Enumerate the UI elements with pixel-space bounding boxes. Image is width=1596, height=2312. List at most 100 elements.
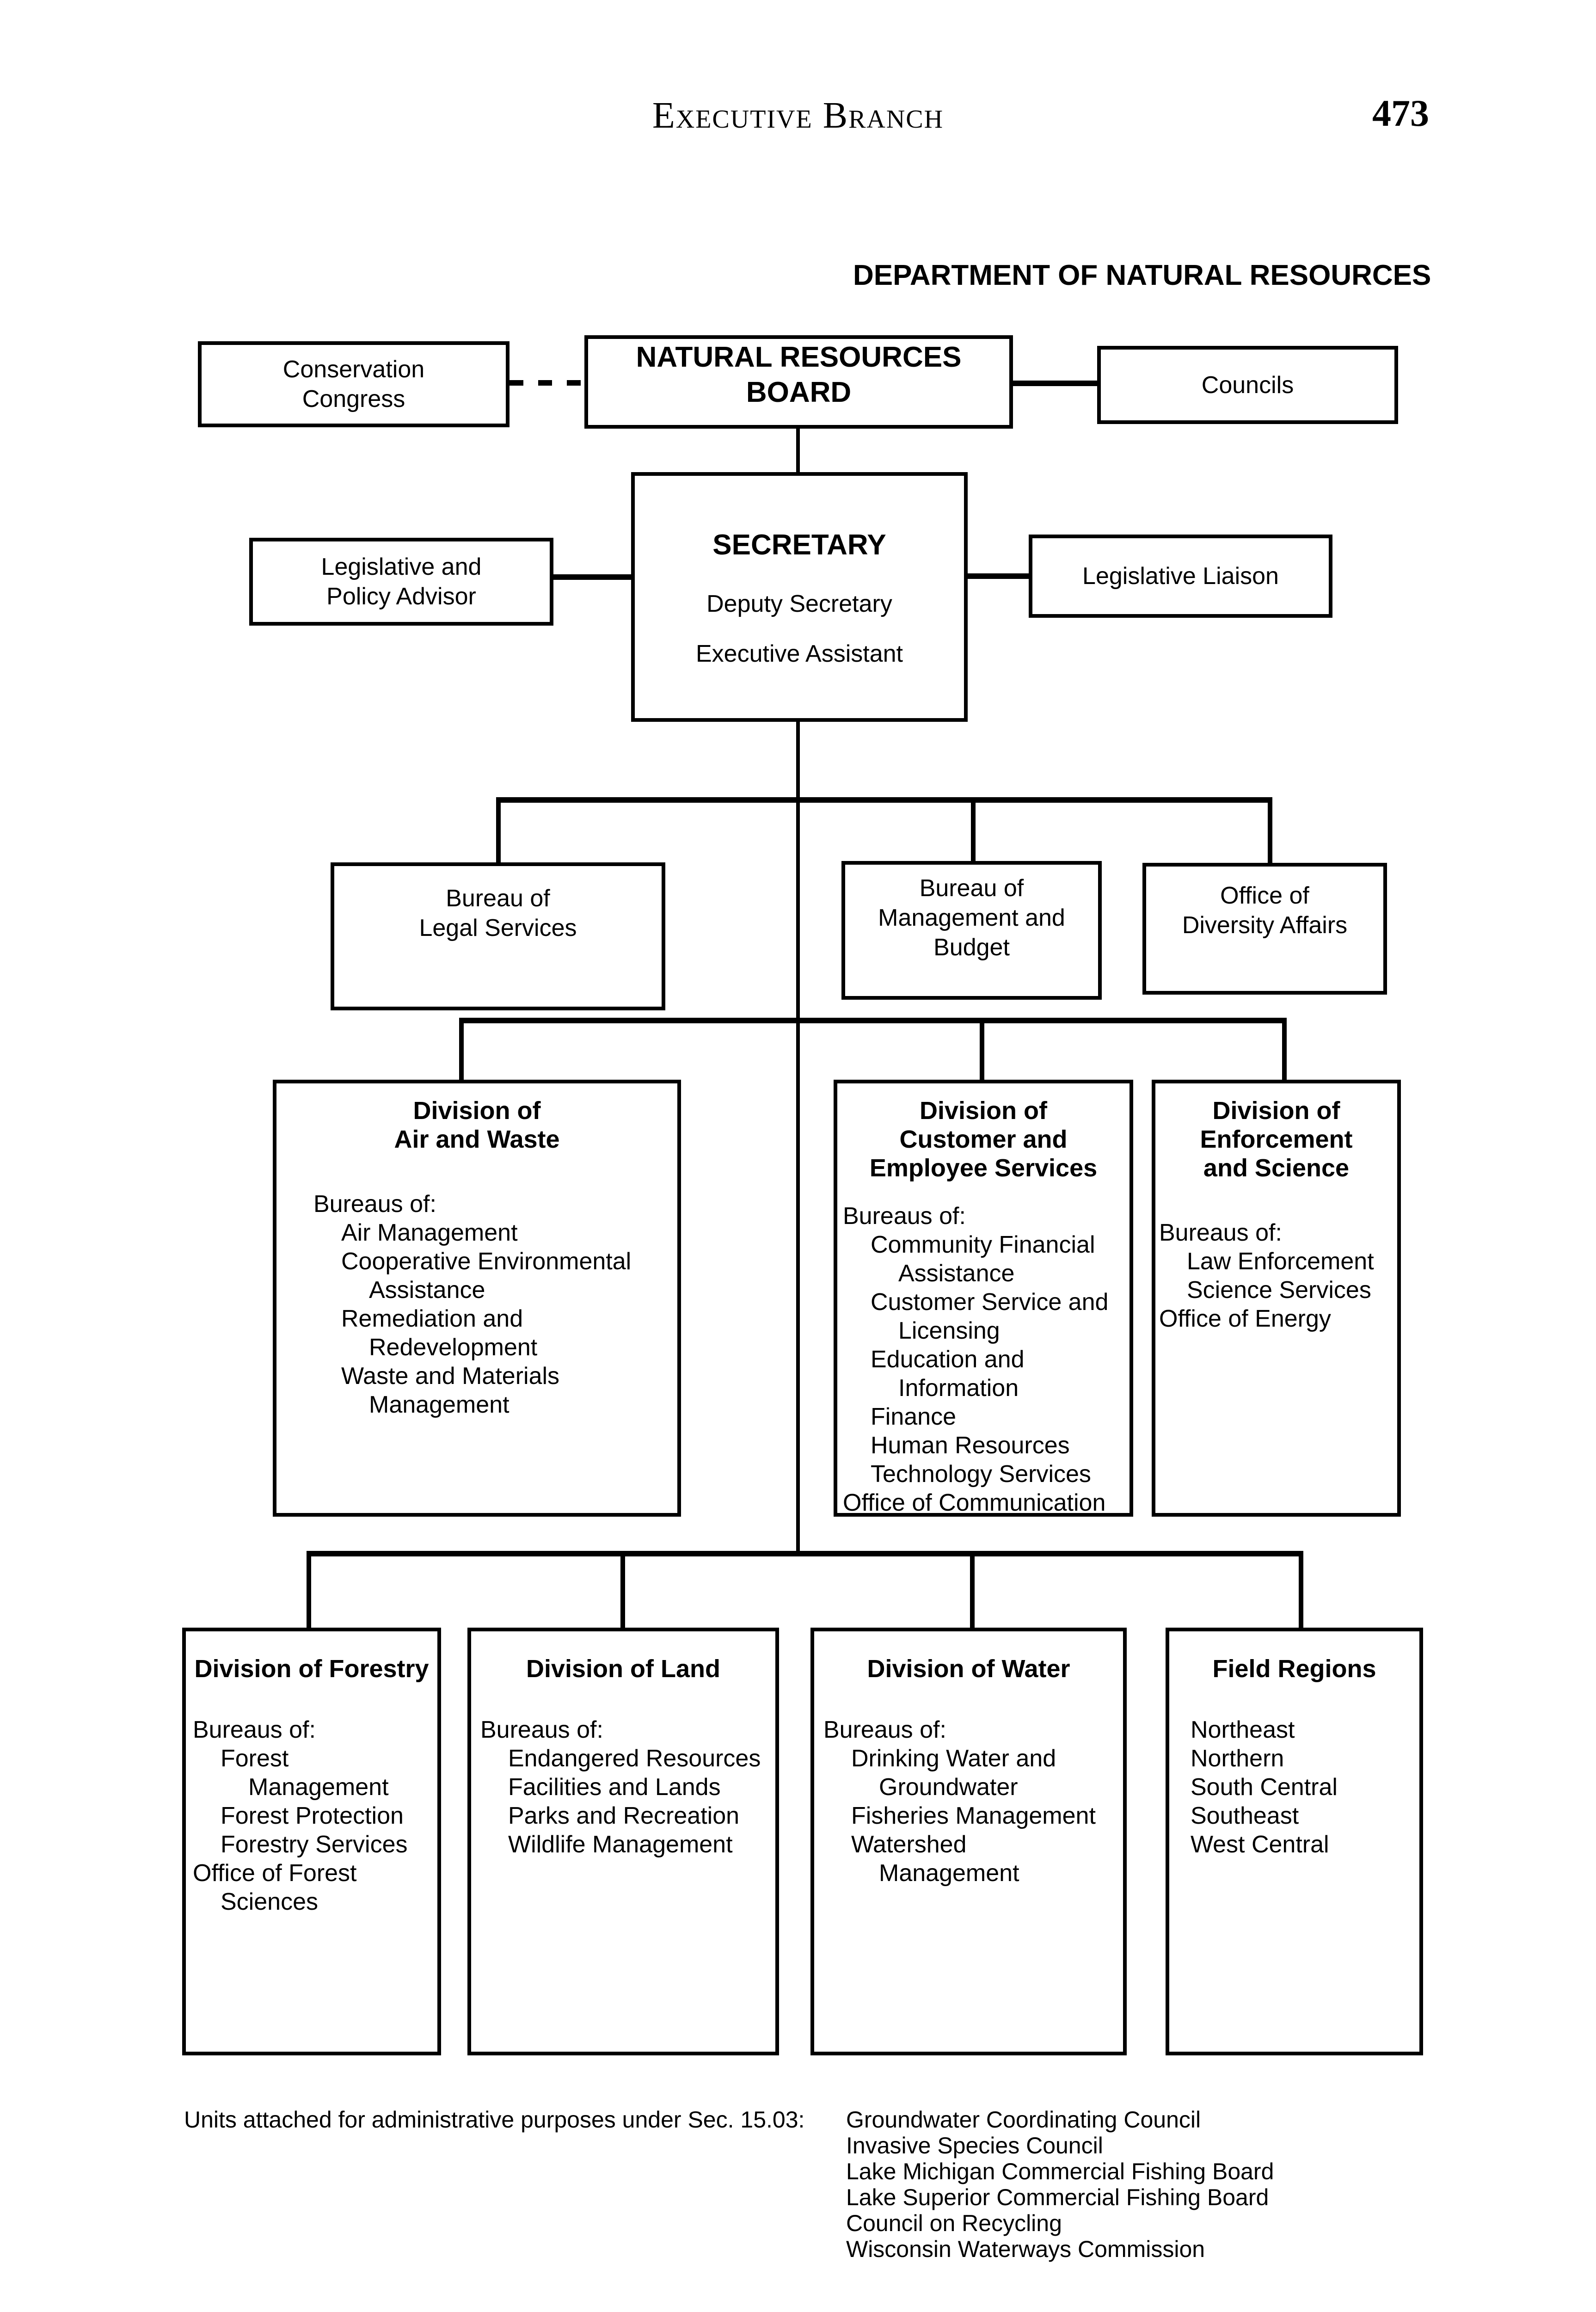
chart-title: DEPARTMENT OF NATURAL RESOURCES — [853, 259, 1431, 291]
bureau-line: Watershed — [851, 1831, 967, 1858]
node-legislative-liaison: Legislative Liaison — [1029, 535, 1332, 618]
text-line: and Science — [1203, 1154, 1350, 1182]
bureau-line: Bureaus of: — [1159, 1219, 1282, 1246]
connector-drop-management — [971, 797, 976, 861]
text-line: Field Regions — [1212, 1655, 1376, 1683]
bureau-line: Management — [369, 1391, 509, 1418]
connector-secretary-advisor — [553, 574, 631, 580]
text-line: Legal Services — [419, 915, 577, 941]
text-line: Enforcement — [1200, 1125, 1353, 1153]
text-line: Customer and — [899, 1125, 1068, 1153]
text-line: Policy Advisor — [326, 583, 476, 610]
node-division-land: Division of Land Bureaus of:Endangered R… — [467, 1628, 779, 2055]
bureau-line: Northeast — [1191, 1716, 1295, 1743]
bureau-line: Licensing — [898, 1317, 1000, 1344]
connector-drop-diversity — [1268, 797, 1272, 863]
connector-secretary-liaison — [968, 573, 1029, 579]
connector-drop-air-waste — [459, 1018, 464, 1080]
connector-dashed-congress-board — [509, 380, 584, 386]
bureau-line: Customer Service and — [871, 1289, 1109, 1316]
text-line: Groundwater Coordinating Council — [846, 2107, 1201, 2133]
bureau-line: Facilities and Lands — [508, 1774, 721, 1801]
bureau-line: Office of Forest — [193, 1860, 357, 1887]
connector-drop-water — [970, 1551, 975, 1628]
page-header: Executive Branch — [652, 95, 944, 136]
division-title: Division of Water — [814, 1654, 1123, 1683]
node-secretary: SECRETARY Deputy Secretary Executive Ass… — [631, 472, 968, 722]
page-number: 473 — [1372, 92, 1429, 134]
bureau-line: Office of Communication — [843, 1489, 1106, 1516]
secretary-title: SECRETARY — [712, 529, 886, 561]
bureau-line: Forestry Services — [221, 1831, 408, 1858]
text-line: Bureau of — [919, 874, 1024, 902]
bureau-line: Assistance — [898, 1260, 1015, 1287]
bureau-line: Bureaus of: — [480, 1716, 603, 1743]
bureau-line: Remediation and — [341, 1305, 523, 1332]
bureau-line: West Central — [1191, 1831, 1329, 1858]
text-line: Division of Land — [526, 1655, 720, 1683]
bureau-line: Law Enforcement — [1187, 1248, 1374, 1275]
bureau-line: Bureaus of: — [823, 1716, 946, 1743]
bureau-line: Redevelopment — [369, 1334, 538, 1361]
bureau-line: Human Resources — [871, 1432, 1070, 1459]
connector-bottom-branch — [307, 1551, 1303, 1556]
connector-drop-legal — [496, 797, 501, 862]
bureau-line: Northern — [1191, 1745, 1284, 1772]
connector-bureau-branch — [496, 797, 1272, 803]
division-title: Division of Land — [471, 1654, 775, 1683]
bureau-line: Information — [898, 1375, 1019, 1402]
bureau-line: Drinking Water and — [851, 1745, 1056, 1772]
attached-units-label: Units attached for administrative purpos… — [184, 2107, 805, 2133]
executive-assistant-label: Executive Assistant — [696, 640, 903, 667]
text-line: Office of — [1220, 882, 1309, 909]
bureau-line: Bureaus of: — [313, 1191, 436, 1217]
connector-drop-enforcement — [1282, 1018, 1287, 1080]
text-line: Division of Water — [867, 1655, 1070, 1683]
text-line: Wisconsin Waterways Commission — [846, 2236, 1205, 2262]
bureau-line: Southeast — [1191, 1802, 1299, 1829]
bureau-line: South Central — [1191, 1774, 1338, 1801]
division-title: Field Regions — [1169, 1654, 1419, 1683]
text-line: Bureau of — [446, 885, 550, 912]
text-line: Lake Superior Commercial Fishing Board — [846, 2184, 1269, 2210]
bureau-line: Waste and Materials — [341, 1363, 560, 1390]
bureau-line: Air Management — [341, 1219, 518, 1246]
text-line: Congress — [302, 386, 405, 412]
connector-drop-land — [620, 1551, 625, 1628]
text-line: Division of — [413, 1097, 541, 1125]
text-line: NATURAL RESOURCES — [636, 341, 962, 373]
bureau-line: Wildlife Management — [508, 1831, 733, 1858]
text-line: Council on Recycling — [846, 2210, 1062, 2236]
text-line: Invasive Species Council — [846, 2133, 1103, 2158]
bureau-line: Community Financial — [871, 1231, 1095, 1258]
bureau-line: Forest — [221, 1745, 289, 1772]
text-line: Budget — [933, 934, 1010, 961]
text-line: Employee Services — [869, 1154, 1098, 1182]
bureau-line: Sciences — [221, 1888, 318, 1915]
text-line: Conservation — [282, 356, 425, 383]
text-line: Councils — [1201, 371, 1294, 399]
node-division-water: Division of Water Bureaus of:Drinking Wa… — [810, 1628, 1127, 2055]
bureau-line: Bureaus of: — [843, 1203, 966, 1230]
text-line: Division of Forestry — [194, 1655, 429, 1683]
bureau-line: Management — [248, 1774, 389, 1801]
text-line: Management and — [878, 904, 1065, 931]
connector-drop-field-regions — [1299, 1551, 1303, 1628]
deputy-secretary-label: Deputy Secretary — [706, 590, 892, 617]
bureau-line: Management — [879, 1860, 1019, 1887]
text-line: Lake Michigan Commercial Fishing Board — [846, 2158, 1274, 2184]
connector-board-councils — [1013, 381, 1097, 386]
